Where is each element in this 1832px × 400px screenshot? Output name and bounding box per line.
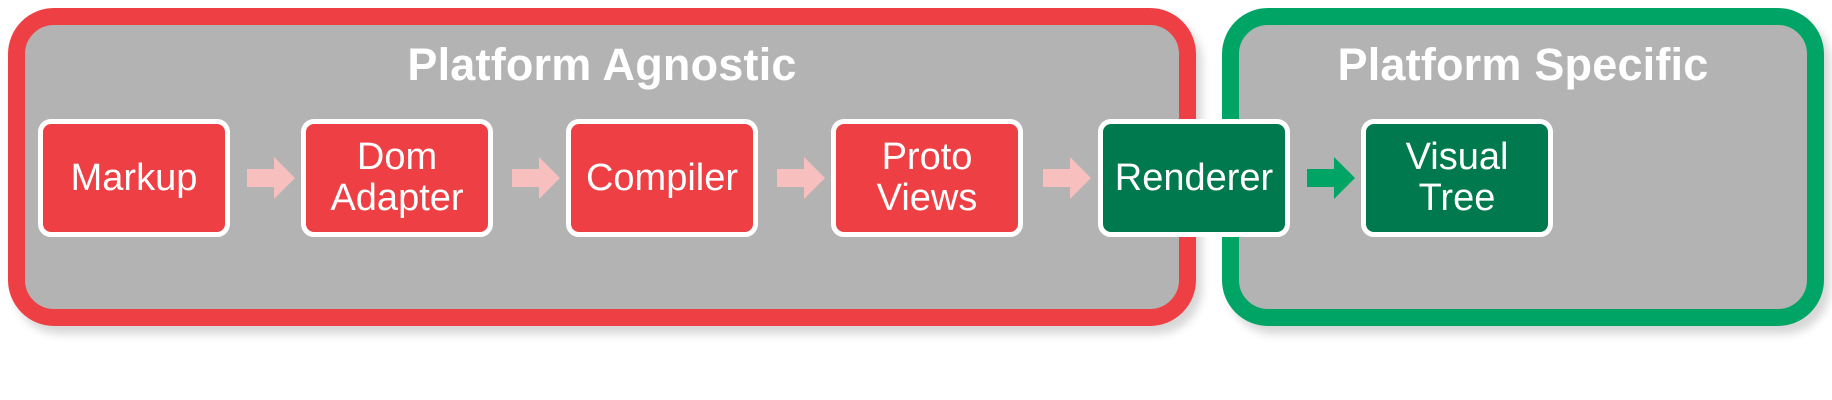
arrow-compiler-to-proto-views [777,154,825,202]
group-platform-specific: Platform Specific [1222,8,1824,326]
group-title-platform-agnostic: Platform Agnostic [407,39,797,90]
arrow-markup-to-dom-adapter [247,154,295,202]
arrow-proto-views-to-renderer [1043,154,1091,202]
node-proto-views[interactable]: Proto Views [831,119,1023,237]
group-title-platform-specific: Platform Specific [1337,39,1709,90]
node-markup[interactable]: Markup [38,119,230,237]
node-dom-adapter[interactable]: Dom Adapter [301,119,493,237]
node-renderer[interactable]: Renderer [1098,119,1290,237]
arrow-dom-adapter-to-compiler [512,154,560,202]
node-compiler[interactable]: Compiler [566,119,758,237]
node-visual-tree[interactable]: Visual Tree [1361,119,1553,237]
arrow-renderer-to-visual-tree [1307,154,1355,202]
